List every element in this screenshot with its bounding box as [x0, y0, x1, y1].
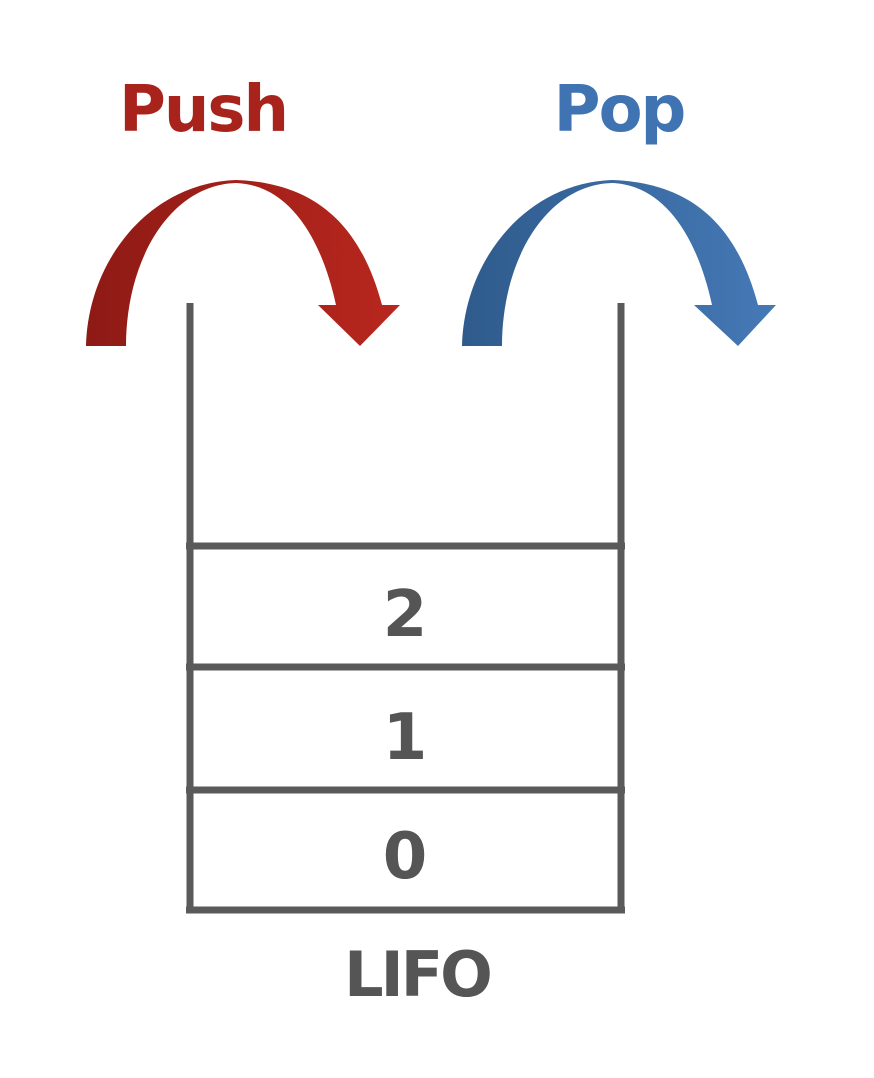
stack-container: [186, 303, 625, 914]
stack-item-bottom: 0: [383, 820, 428, 894]
push-label: Push: [118, 73, 289, 147]
push-arrow: [86, 180, 400, 346]
pop-label: Pop: [553, 73, 687, 147]
stack-item-middle: 1: [383, 701, 428, 775]
pop-arrow: [462, 180, 776, 346]
stack-item-top: 2: [383, 578, 428, 652]
lifo-caption: LIFO: [344, 938, 493, 1011]
